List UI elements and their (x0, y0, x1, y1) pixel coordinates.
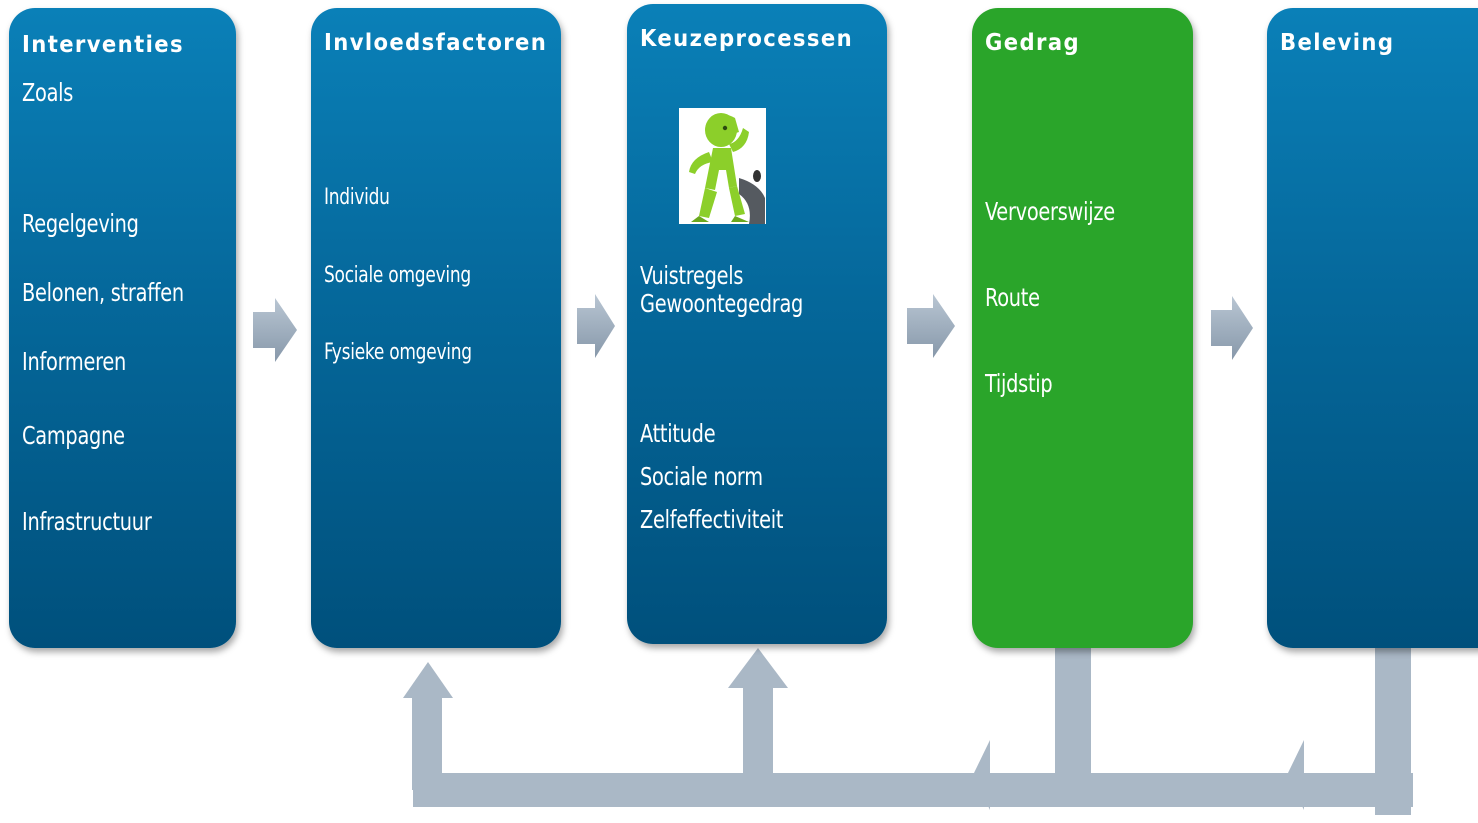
box-item: Sociale norm (640, 462, 763, 491)
right-arrow-icon (253, 298, 297, 362)
box-keuzeprocessen: Keuzeprocessen Vuistregels Gewoontegedra… (627, 4, 887, 644)
box-title: Keuzeprocessen (640, 26, 854, 52)
box-item: Individu (324, 185, 390, 210)
box-item: Vuistregels (640, 261, 744, 290)
box-item: Tijdstip (985, 369, 1053, 398)
box-item: Regelgeving (22, 209, 139, 238)
box-item: Belonen, straffen (22, 278, 184, 307)
box-gedrag: Gedrag Vervoerswijze Route Tijdstip (972, 8, 1193, 648)
box-item: Attitude (640, 419, 716, 448)
box-invloedsfactoren: Invloedsfactoren Individu Sociale omgevi… (311, 8, 561, 648)
box-item: Informeren (22, 347, 126, 376)
box-item: Zelfeffectiviteit (640, 505, 784, 534)
right-arrow-icon (577, 294, 615, 358)
box-title: Gedrag (985, 30, 1081, 56)
box-interventies: Interventies Zoals Regelgeving Belonen, … (9, 8, 236, 648)
box-item: Sociale omgeving (324, 263, 471, 288)
box-title: Interventies (22, 32, 184, 58)
box-item: Infrastructuur (22, 507, 152, 536)
box-title: Beleving (1280, 30, 1395, 56)
box-item: Route (985, 283, 1040, 312)
box-item: Gewoontegedrag (640, 289, 804, 318)
box-item: Campagne (22, 421, 125, 450)
right-arrow-icon (907, 294, 955, 358)
box-item: Zoals (22, 78, 74, 107)
box-item: Fysieke omgeving (324, 340, 472, 365)
box-item: Vervoerswijze (985, 197, 1115, 226)
box-beleving: Beleving (1267, 8, 1478, 648)
right-arrow-icon (1211, 296, 1253, 360)
thinking-figure-icon (679, 108, 766, 224)
box-title: Invloedsfactoren (324, 30, 548, 56)
